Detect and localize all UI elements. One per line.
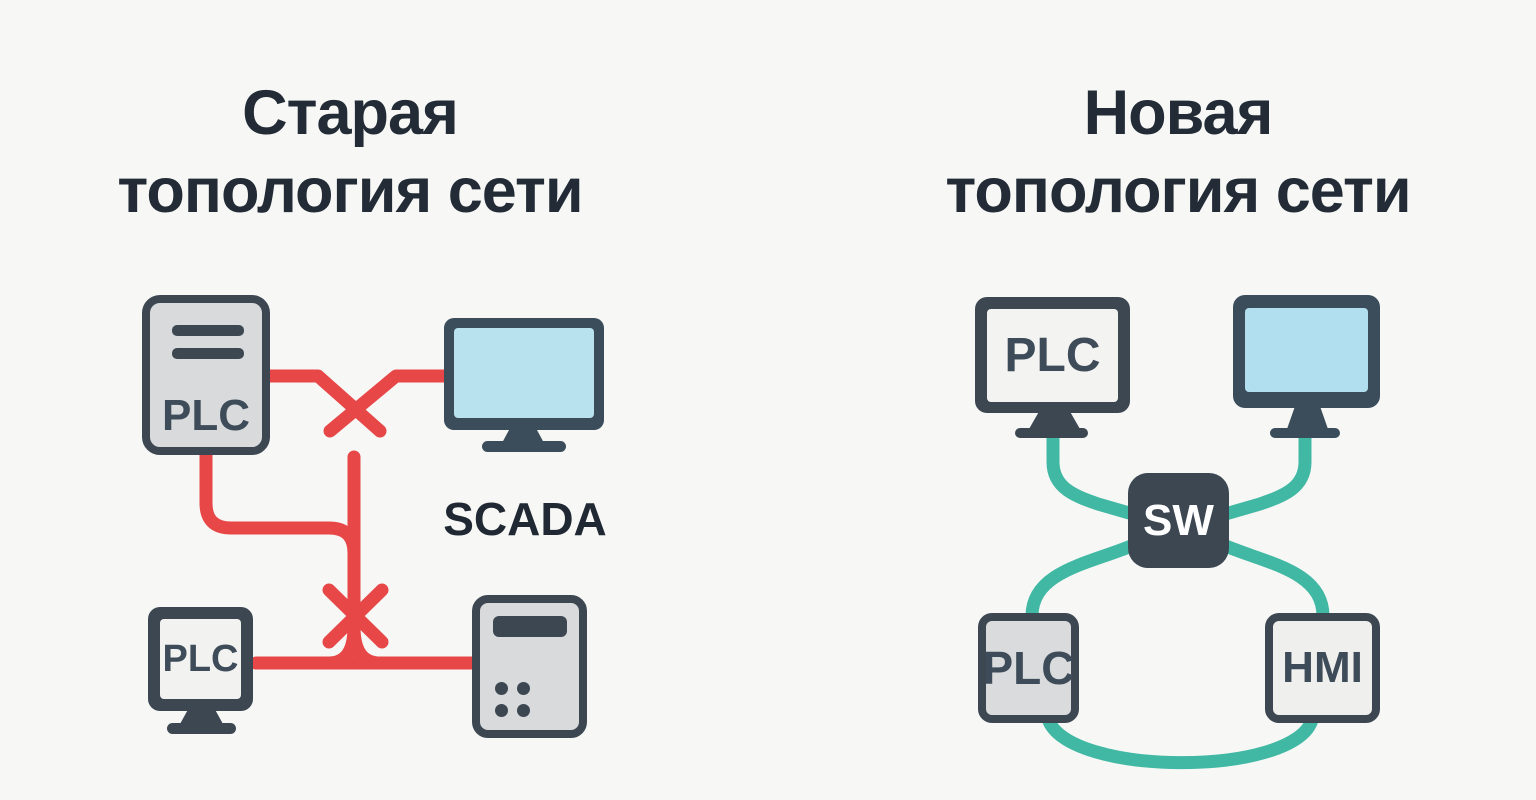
new-topology-title: Новая топология сети [858, 74, 1498, 230]
controller-button [517, 682, 530, 695]
teal-link-switch-to-plc-box [1025, 537, 1143, 623]
new-topology-title-line1: Новая [1083, 78, 1274, 148]
plc-server-icon: PLC [142, 295, 270, 455]
plc-server-label: PLC [162, 391, 250, 440]
plc-monitor-stand [180, 710, 223, 724]
operator-monitor-screen [1245, 308, 1368, 392]
broken-link-scada-out [323, 369, 453, 438]
scada-monitor-stand [502, 429, 544, 443]
server-vent-bar [172, 348, 244, 359]
hmi-box-icon: HMI [1265, 613, 1380, 723]
teal-link-switch-to-hmi [1214, 537, 1330, 623]
plc-monitor-base [167, 723, 236, 734]
x-mark-bottom-stroke2 [322, 583, 389, 649]
controller-button [495, 704, 508, 717]
operator-monitor-stand [1287, 408, 1328, 429]
old-topology-title-line1: Старая [242, 78, 459, 148]
network-switch-icon: SW [1128, 473, 1229, 568]
controller-device-icon [472, 595, 587, 738]
server-vent-bar [172, 325, 244, 336]
operator-monitor-icon [1233, 295, 1380, 408]
scada-monitor-icon [444, 318, 604, 430]
controller-button [517, 704, 530, 717]
plc-box-label: PLC [982, 642, 1075, 694]
plc-workstation-stand [1029, 413, 1080, 429]
scada-monitor-base [482, 441, 566, 452]
scada-monitor-screen [454, 328, 594, 418]
old-topology-title: Старая топология сети [30, 74, 670, 230]
controller-button [495, 682, 508, 695]
plc-box-icon: PLC [978, 613, 1079, 723]
plc-workstation-label: PLC [987, 309, 1118, 402]
red-elbow-from-plc-server [199, 446, 361, 560]
plc-monitor-label: PLC [160, 619, 241, 699]
switch-label: SW [1143, 495, 1214, 545]
plc-workstation-base [1015, 428, 1088, 438]
teal-link-plc-monitor-to-switch [1046, 429, 1143, 522]
teal-ring-arc-plc-to-hmi [1041, 712, 1319, 770]
teal-link-monitor-to-switch [1215, 429, 1312, 522]
new-topology-title-line2: топология сети [945, 156, 1411, 226]
operator-monitor-base [1270, 428, 1340, 438]
plc-workstation-icon: PLC [975, 297, 1130, 413]
plc-monitor-icon: PLC [148, 607, 253, 711]
hmi-box-label: HMI [1282, 643, 1363, 692]
controller-display [493, 616, 567, 637]
old-topology-title-line2: топология сети [117, 156, 583, 226]
scada-label: SCADA [443, 493, 607, 545]
